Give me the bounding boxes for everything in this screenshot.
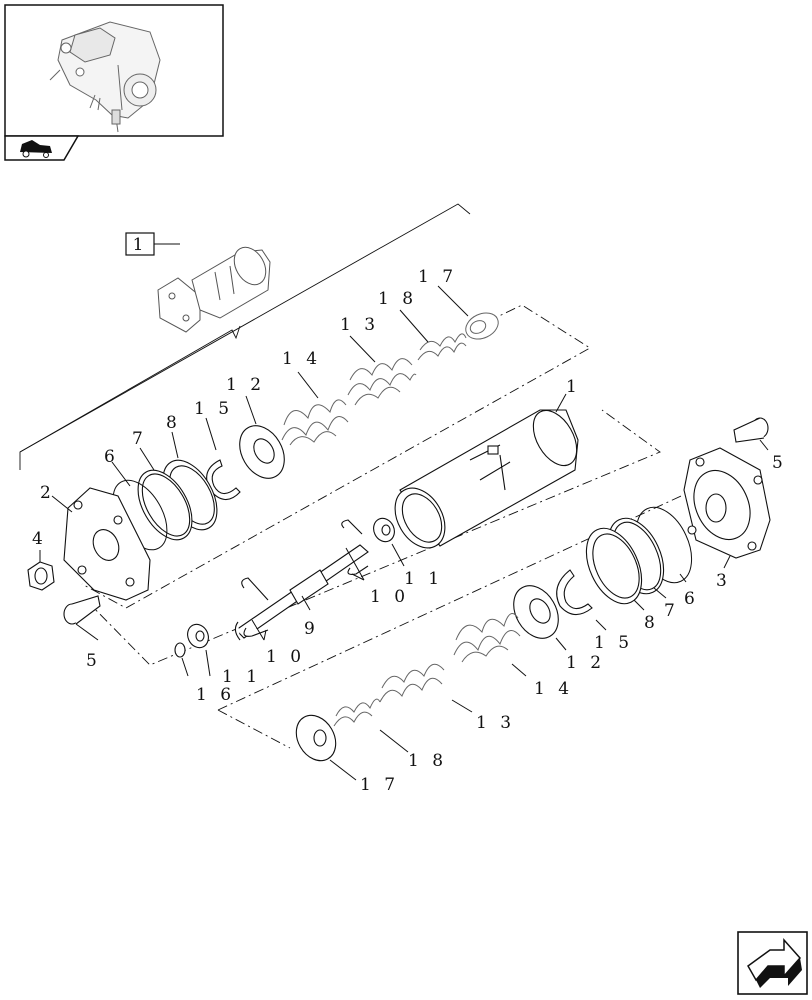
reference-box-1: 1 <box>125 232 180 256</box>
callout-15-right: 1 5 <box>594 633 633 653</box>
part-16-ring <box>174 642 186 658</box>
part-11-bushing-low <box>187 623 209 649</box>
callout-13-top: 1 3 <box>340 315 379 335</box>
part-10-clips <box>241 519 369 637</box>
callout-13-bottom: 1 3 <box>476 713 515 733</box>
callout-3: 3 <box>716 571 731 591</box>
callout-17-bottom: 1 7 <box>360 775 399 795</box>
part-12-washer-right <box>513 585 559 639</box>
callout-2: 2 <box>40 483 55 503</box>
callout-9: 9 <box>304 619 319 639</box>
callout-16: 1 6 <box>196 685 235 705</box>
part-8-ring-right <box>585 527 643 605</box>
callout-1-cylinder: 1 <box>566 377 581 397</box>
part-18-spring-bottom <box>333 698 381 727</box>
part-14-spring-bottom <box>453 613 521 663</box>
callout-7-right: 7 <box>664 601 679 621</box>
callout-14-top: 1 4 <box>282 349 321 369</box>
valve-assembly-1 <box>157 246 271 333</box>
callout-labels: 1 7 1 8 1 3 1 4 1 2 1 5 8 7 6 2 4 5 1 5 … <box>32 267 787 795</box>
callout-7-top: 7 <box>132 429 147 449</box>
part-5-bolt-right <box>733 417 769 443</box>
svg-text:1: 1 <box>133 235 148 255</box>
next-page-arrow-icon[interactable] <box>737 931 808 995</box>
callout-12-top: 1 2 <box>226 375 265 395</box>
callout-8-top: 8 <box>166 413 181 433</box>
part-5-bolt-left <box>63 595 101 625</box>
callout-14-bottom: 1 4 <box>534 679 573 699</box>
part-17-washer-top <box>465 312 499 340</box>
callout-5-left: 5 <box>86 651 101 671</box>
callout-12-right: 1 2 <box>566 653 605 673</box>
callout-8-right: 8 <box>644 613 659 633</box>
part-11-bushing-mid <box>373 517 395 543</box>
callout-4: 4 <box>32 529 47 549</box>
part-3-cover-plate <box>683 447 771 559</box>
callout-10-low: 1 0 <box>266 647 305 667</box>
callout-11-mid: 1 1 <box>404 569 443 589</box>
leader-lines <box>39 285 769 781</box>
callout-6-left: 6 <box>104 447 119 467</box>
part-2-end-plate <box>63 487 151 601</box>
part-1-cylinder <box>394 409 579 549</box>
callout-17-top: 1 7 <box>418 267 457 287</box>
part-7-ring-top <box>137 469 193 541</box>
part-18-spring-top <box>417 333 467 361</box>
callout-15-top: 1 5 <box>194 399 233 419</box>
callout-6-right: 6 <box>684 589 699 609</box>
part-15-snap-ring-right <box>556 569 593 616</box>
part-9-shaft <box>234 544 369 641</box>
tractor-group-icon[interactable] <box>4 135 80 161</box>
callout-11-low: 1 1 <box>222 667 261 687</box>
part-12-washer-top <box>239 425 285 479</box>
thumbnail-pump-assembly[interactable] <box>4 4 224 137</box>
callout-10-mid: 1 0 <box>370 587 409 607</box>
part-4-nut <box>27 561 55 591</box>
callout-18-top: 1 8 <box>378 289 417 309</box>
part-14-spring-top <box>281 399 349 446</box>
callout-5-right: 5 <box>772 453 787 473</box>
part-13-spring-bottom <box>379 663 445 703</box>
part-17-washer-bottom <box>295 714 337 762</box>
callout-18-bottom: 1 8 <box>408 751 447 771</box>
part-13-spring-top <box>347 358 417 406</box>
